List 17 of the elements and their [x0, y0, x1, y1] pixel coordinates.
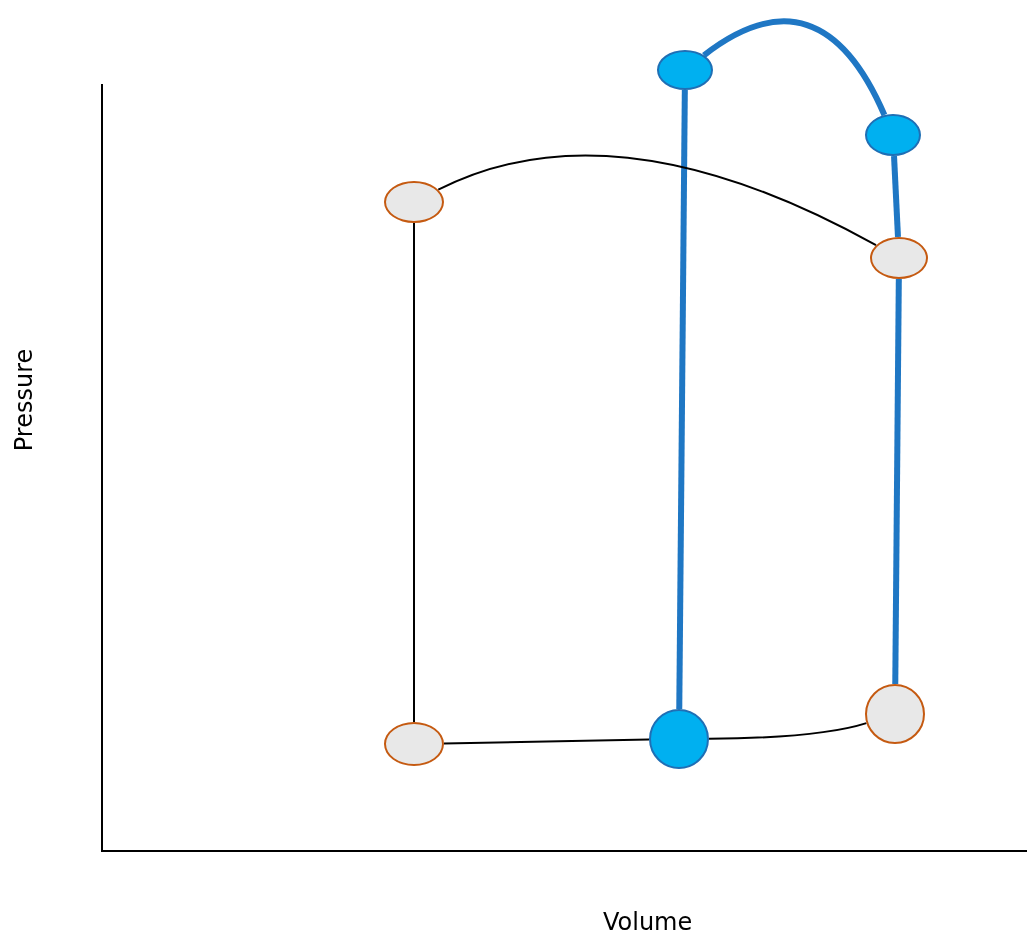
line — [676, 89, 688, 710]
curve-line — [437, 154, 877, 247]
y-axis-label: Pressure — [10, 348, 39, 452]
state-point-marker — [384, 181, 444, 223]
line — [413, 222, 415, 723]
x-axis-label: Volume — [603, 908, 693, 936]
line — [892, 278, 902, 685]
state-point-marker — [865, 684, 925, 744]
line — [443, 738, 650, 745]
curve-line — [708, 722, 868, 740]
state-point-marker — [649, 709, 709, 769]
state-point-marker — [384, 722, 444, 766]
curve-line — [702, 18, 888, 117]
state-point-marker — [865, 114, 921, 156]
line — [891, 155, 901, 238]
state-point-marker — [657, 50, 713, 90]
state-point-marker — [870, 237, 928, 279]
